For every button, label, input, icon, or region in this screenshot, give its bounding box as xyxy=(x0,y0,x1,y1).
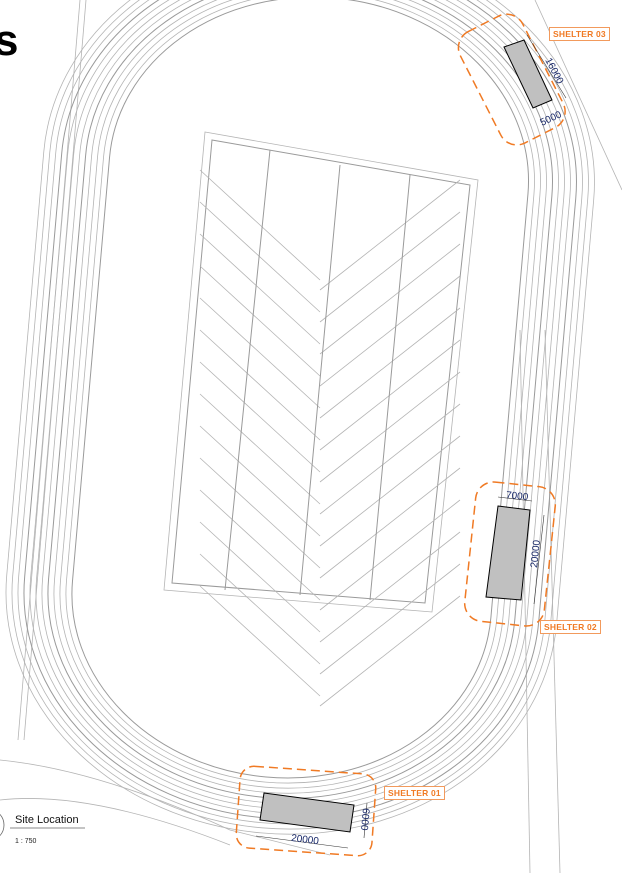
view-scale: 1 : 750 xyxy=(15,838,37,845)
page-title-fragment: s xyxy=(0,16,19,65)
field-hatch-line xyxy=(199,233,321,345)
field-hatch-line xyxy=(319,339,461,451)
field-hatch-line xyxy=(319,435,461,547)
field-hatch-line xyxy=(199,553,321,665)
field-hatch-line xyxy=(199,169,321,281)
track-lane xyxy=(23,0,577,820)
shelter-02: 7000 20000 xyxy=(463,481,557,627)
field-hatch-line xyxy=(319,307,461,419)
track-lane xyxy=(41,0,559,804)
field-hatch-line xyxy=(199,585,321,697)
field-hatch-line xyxy=(199,393,321,505)
field-hatch-line xyxy=(319,563,461,675)
shelter-02-width: 7000 xyxy=(505,490,529,503)
field-hatch-line xyxy=(199,361,321,473)
field-hatch-line xyxy=(319,595,461,707)
field-hatch-line xyxy=(199,457,321,569)
view-title: Site Location xyxy=(15,814,79,826)
track-lane xyxy=(29,0,571,815)
track-lane xyxy=(65,0,535,784)
track-lane xyxy=(71,0,529,779)
field-hatch-line xyxy=(319,403,461,515)
field-hatch-line xyxy=(319,243,461,355)
field-hatch-line xyxy=(319,371,461,483)
field-hatch-line xyxy=(319,467,461,579)
track-lane xyxy=(35,0,565,810)
shelter-03-width: 5000 xyxy=(539,109,564,129)
field-hatch-line xyxy=(199,297,321,409)
field-hatch-line xyxy=(199,329,321,441)
shelter-02-label: SHELTER 02 xyxy=(540,620,601,634)
field-hatch-line xyxy=(199,521,321,633)
field-hatch-line xyxy=(199,489,321,601)
shelter-03-label: SHELTER 03 xyxy=(549,27,610,41)
field-hatch-line xyxy=(199,265,321,377)
shelter-02-length: 20000 xyxy=(529,539,543,568)
field-hatch-line xyxy=(319,531,461,643)
field-hatch-line xyxy=(199,201,321,313)
shelter-01-width: 6000 xyxy=(358,808,371,832)
track-lane xyxy=(59,0,541,789)
shelter-01-label: SHELTER 01 xyxy=(384,786,445,800)
field-hatch-line xyxy=(319,275,461,387)
shelter-01-length: 20000 xyxy=(290,833,319,847)
view-marker-icon xyxy=(0,813,5,837)
shelter-01: 20000 6000 xyxy=(235,765,377,857)
field-hatch-line xyxy=(319,179,461,291)
field-hatch-line xyxy=(319,499,461,611)
track-lane xyxy=(53,0,547,794)
field-hatch-line xyxy=(319,211,461,323)
track-lane xyxy=(47,0,553,799)
playing-field xyxy=(163,131,479,707)
field-hatch-line xyxy=(199,425,321,537)
